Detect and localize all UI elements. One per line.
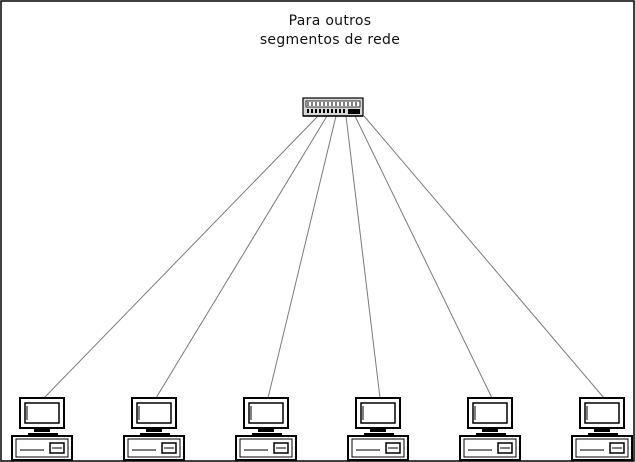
network-link (43, 115, 319, 399)
network-link (345, 115, 381, 399)
caption-line-1: Para outros (288, 13, 372, 29)
desktop-computer-icon (235, 397, 297, 461)
desktop-computer-icon (459, 397, 521, 461)
desktop-computer-icon (11, 397, 73, 461)
network-link (267, 115, 337, 399)
desktop-computer-icon (123, 397, 185, 461)
network-link (155, 115, 328, 399)
network-hub-icon (302, 97, 364, 117)
desktop-computer-icon (347, 397, 409, 461)
desktop-computer-icon (571, 397, 633, 461)
network-link (354, 115, 493, 399)
network-link (363, 115, 605, 399)
network-links (43, 115, 605, 399)
computers-row (11, 397, 633, 461)
caption: Para outros segmentos de rede (230, 12, 430, 50)
caption-line-2: segmentos de rede (259, 32, 401, 48)
